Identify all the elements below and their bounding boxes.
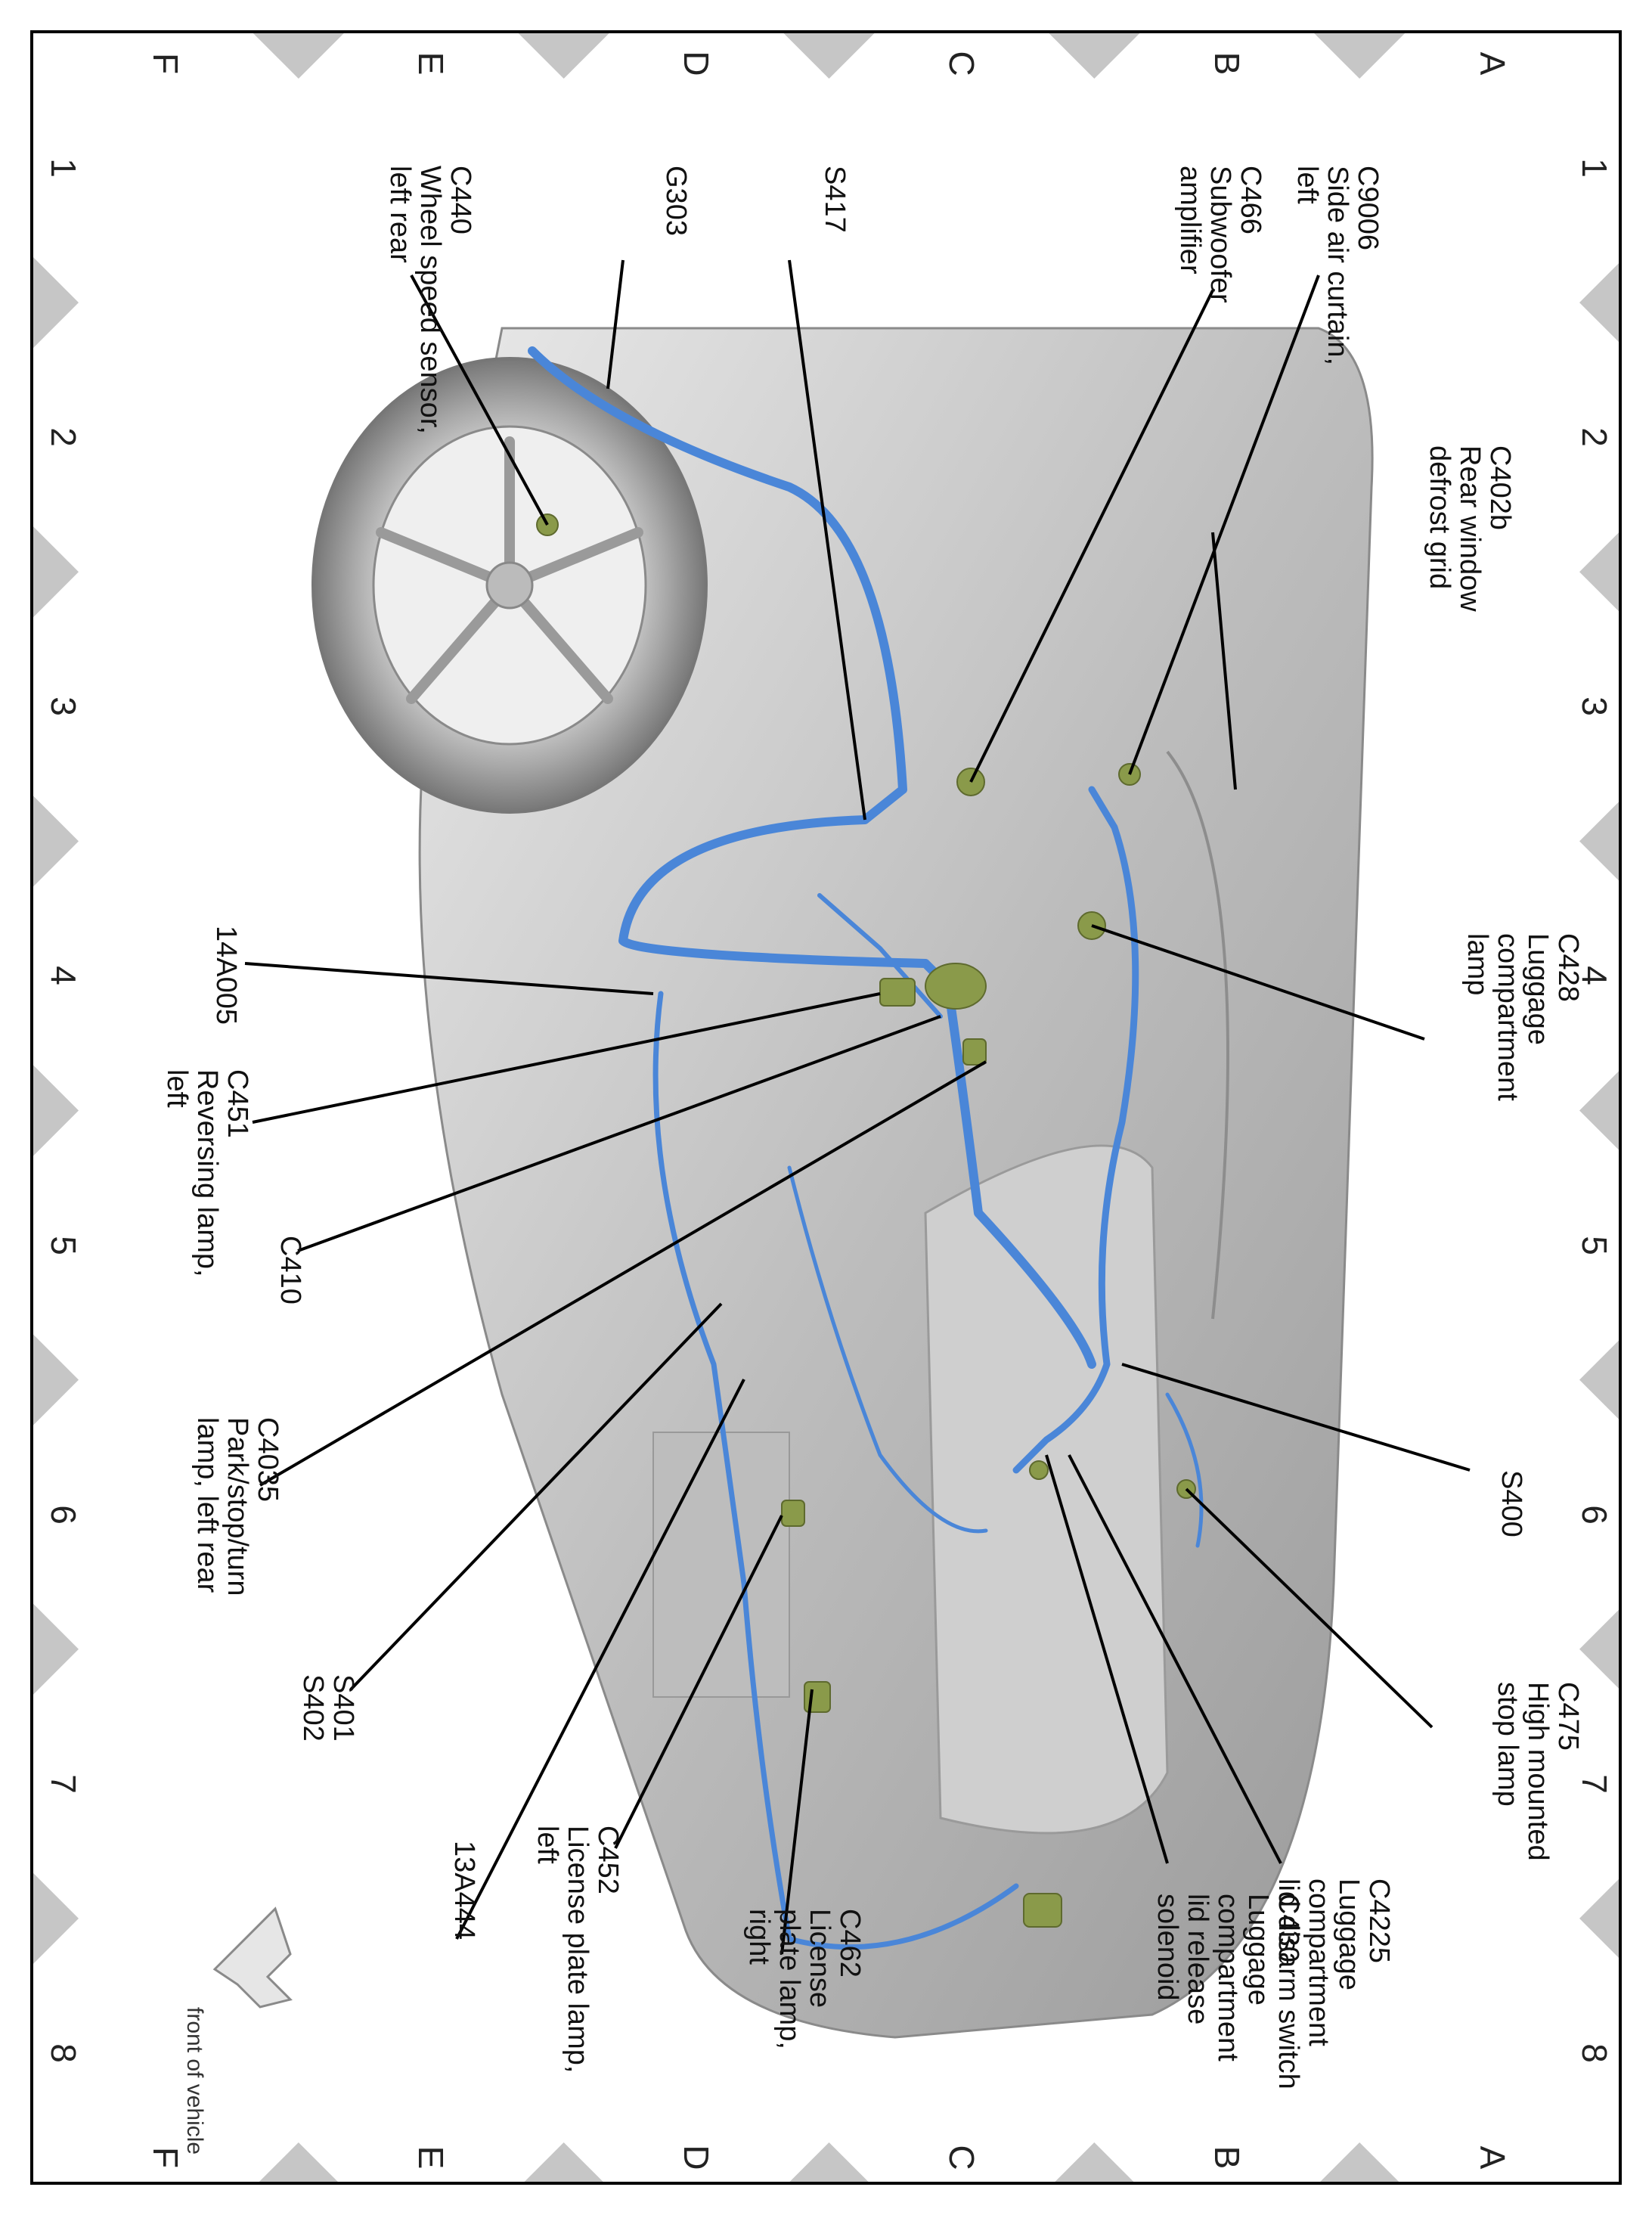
border-triangle xyxy=(1314,33,1406,79)
callout-label: S400 xyxy=(1495,1470,1527,1537)
wiring-diagram xyxy=(212,259,1471,2039)
connector-id: C452 xyxy=(592,1826,624,1894)
connector-description: Park/stop/turn lamp, left rear xyxy=(191,1417,253,1596)
connector-description: Rear window defrost grid xyxy=(1424,445,1486,612)
connector-id: C428 xyxy=(1552,933,1584,1002)
connector-description: Subwoofer amplifier xyxy=(1174,166,1236,303)
connector-description: Luggage compartment lid disarm switch xyxy=(1272,1878,1365,2089)
border-triangle xyxy=(33,257,79,349)
border-triangle xyxy=(33,1334,79,1425)
border-triangle xyxy=(789,2142,869,2182)
border-triangle xyxy=(1579,532,1619,612)
connector-id: C475 xyxy=(1552,1682,1584,1751)
border-triangle xyxy=(1579,802,1619,881)
connector-description: High mounted stop lamp xyxy=(1492,1682,1554,1861)
connector-id: S401 xyxy=(327,1674,359,1742)
connector-id: C462 xyxy=(834,1909,866,1978)
connector-description: S402 xyxy=(297,1674,329,1742)
connector-description: Luggage compartment lid release solenoid xyxy=(1151,1894,1274,2061)
border-triangle xyxy=(253,33,344,79)
border-triangle xyxy=(259,2142,338,2182)
border-triangle xyxy=(1579,1340,1619,1419)
border-triangle xyxy=(33,1603,79,1695)
front-arrow-icon xyxy=(212,1906,293,2009)
border-triangle xyxy=(1579,263,1619,343)
border-triangle xyxy=(33,1872,79,1964)
border-triangle xyxy=(1579,1878,1619,1958)
border-triangle xyxy=(783,33,875,79)
connector-id: 13A444 xyxy=(448,1841,480,1940)
border-triangle xyxy=(1055,2142,1134,2182)
connector-id: S417 xyxy=(819,166,851,233)
callout-label: S417 xyxy=(819,166,851,233)
connector-id: C9006 xyxy=(1352,166,1384,250)
connector-id: C451 xyxy=(222,1069,253,1138)
callout-label: C410 xyxy=(274,1236,306,1304)
connector-description: Reversing lamp, left xyxy=(161,1069,223,1277)
connector-id: C4225 xyxy=(1363,1878,1395,1963)
connector-id: S400 xyxy=(1495,1470,1527,1537)
wiring-harness xyxy=(528,346,1204,1950)
connector-id: C410 xyxy=(274,1236,306,1304)
callout-label: 13A444 xyxy=(448,1841,480,1940)
connector-id: C440 xyxy=(445,166,476,234)
callout-label: 14A005 xyxy=(210,926,242,1025)
front-of-vehicle-note: front of vehicle xyxy=(182,2007,207,2155)
leader-lines xyxy=(244,259,1471,1955)
connector-description: Luggage compartment lamp xyxy=(1461,933,1554,1101)
connector-id: C466 xyxy=(1235,166,1266,234)
connector-id: 14A005 xyxy=(210,926,242,1025)
connector-id: C4035 xyxy=(252,1417,284,1502)
border-triangle xyxy=(33,796,79,887)
border-triangle xyxy=(33,1065,79,1156)
connector-id: G303 xyxy=(660,166,692,236)
border-triangle xyxy=(1049,33,1140,79)
connector-description: Side air curtain, left xyxy=(1291,166,1353,366)
border-triangle xyxy=(1579,1071,1619,1150)
border-triangle xyxy=(1320,2142,1399,2182)
connector-description: Wheel speed sensor, left rear xyxy=(384,166,446,434)
border-triangle xyxy=(518,33,609,79)
grid-border-triangles xyxy=(33,33,1619,2182)
vehicle-body xyxy=(418,327,1374,2039)
border-triangle xyxy=(33,526,79,618)
border-triangle xyxy=(524,2142,603,2182)
border-triangle xyxy=(1579,1609,1619,1689)
connector-id: C402b xyxy=(1484,445,1516,530)
callout-label: G303 xyxy=(660,166,692,236)
connector-description: License plate lamp, right xyxy=(743,1909,835,2049)
rear-wheel xyxy=(311,357,708,814)
connector-description: License plate lamp, left xyxy=(532,1826,594,2074)
